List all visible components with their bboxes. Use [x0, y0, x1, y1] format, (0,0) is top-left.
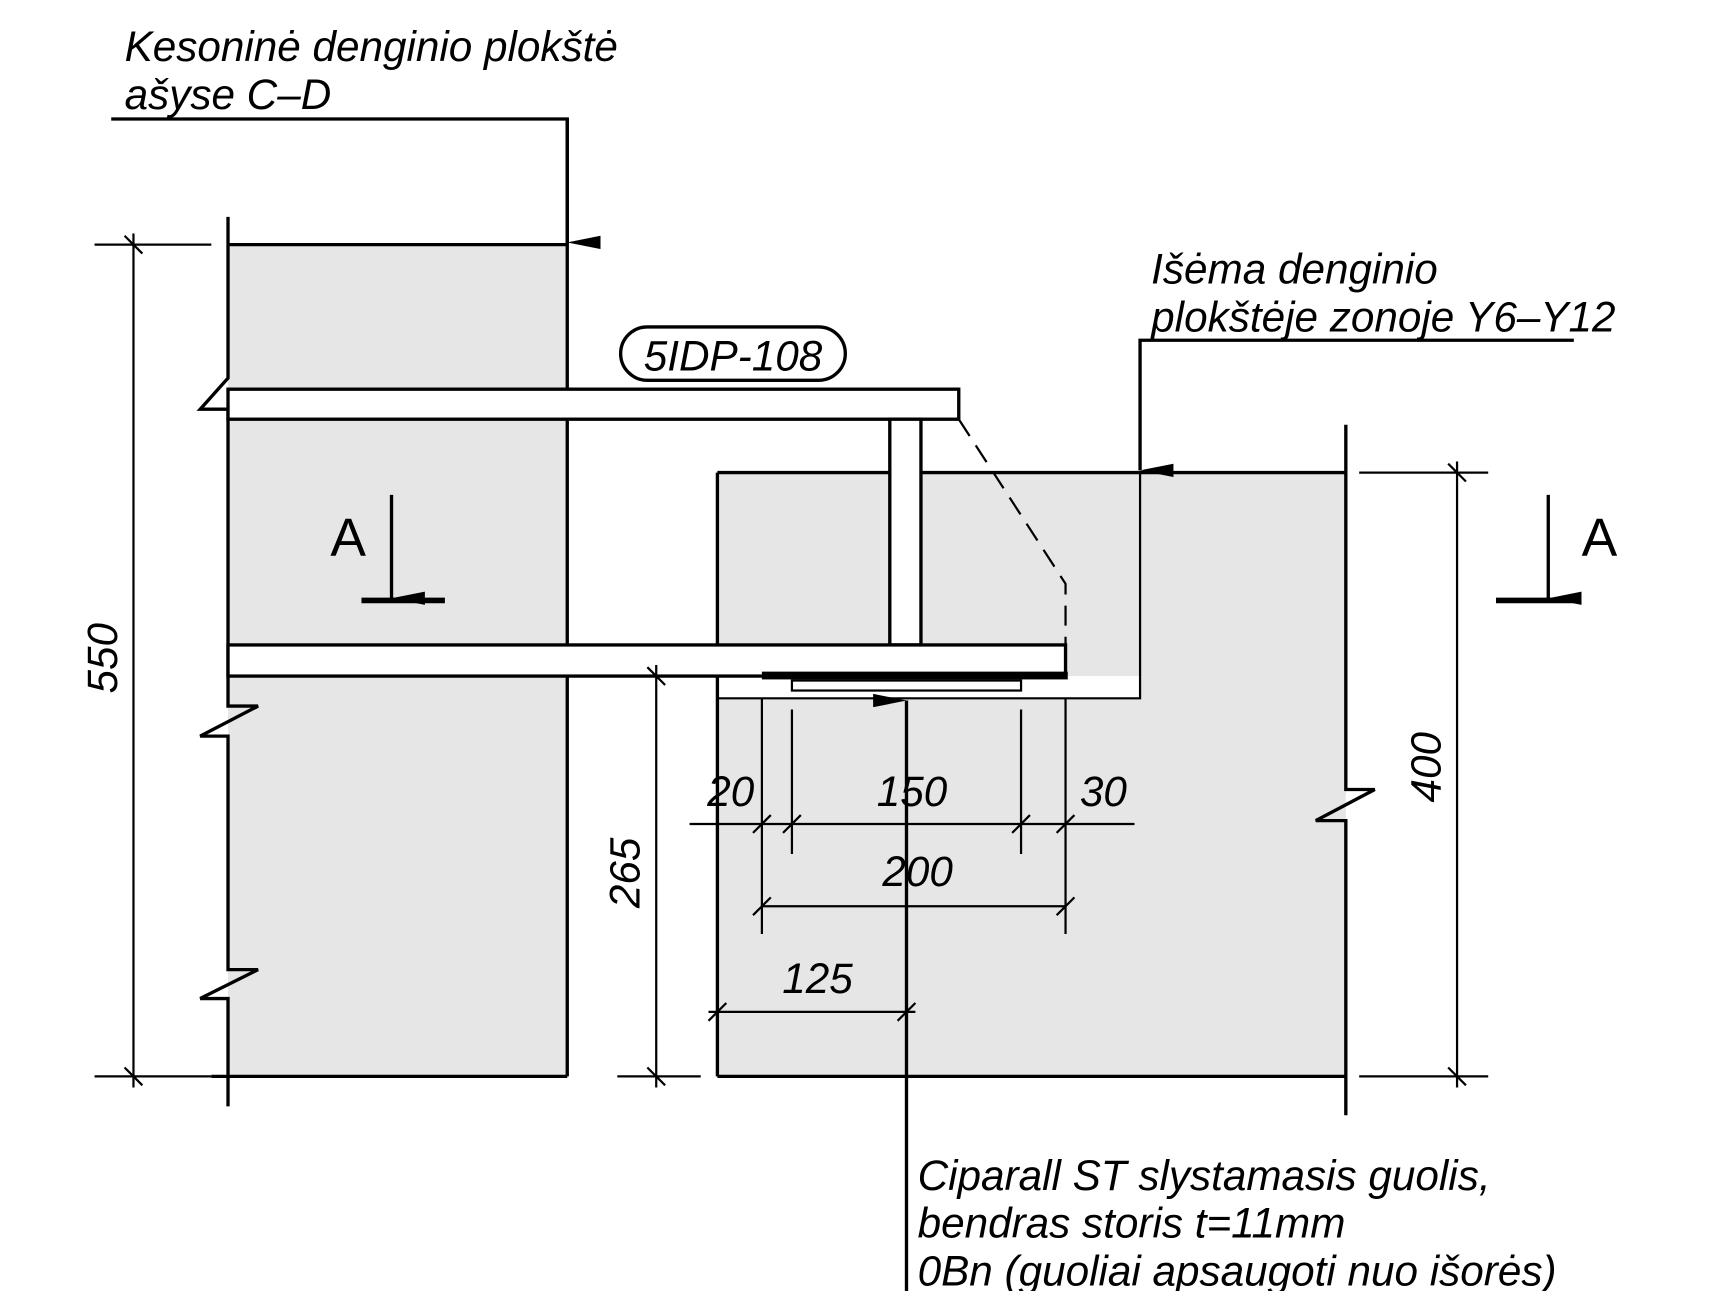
slab-label-line2: ašyse C–D — [125, 71, 332, 118]
left-column — [196, 118, 569, 1107]
dim-150: 150 — [877, 768, 948, 815]
recess-label-line1: Išėma denginio — [1151, 246, 1438, 293]
element-tag-bubble — [618, 325, 847, 382]
element-tag: 5IDP-108 — [644, 332, 823, 379]
dimension-lines — [94, 233, 1489, 1088]
leader-lines — [111, 117, 1574, 1291]
dim-125: 125 — [782, 955, 853, 1002]
dim-400: 400 — [1402, 732, 1449, 803]
dim-20: 20 — [706, 768, 755, 815]
recess-label-line2: plokštėje zonoje Y6–Y12 — [1149, 293, 1615, 340]
sliding-bearing — [761, 671, 1068, 692]
section-marker-left: A — [330, 494, 445, 605]
dim-550: 550 — [79, 623, 126, 694]
caisson-slab — [226, 387, 1068, 678]
section-label-right: A — [1582, 509, 1618, 568]
slab-label-line1: Kesoninė denginio plokštė — [125, 23, 618, 70]
section-label-left: A — [330, 509, 366, 568]
bearing-label-line3: 0Bn (guoliai apsaugoti nuo išorės) — [918, 1247, 1557, 1291]
dim-265: 265 — [602, 837, 649, 909]
dim-30: 30 — [1080, 768, 1128, 815]
bearing-label-line1: Ciparall ST slystamasis guolis, — [918, 1152, 1491, 1199]
right-support-block — [715, 424, 1376, 1116]
bearing-label-line2: bendras storis t=11mm — [918, 1200, 1346, 1247]
dim-200: 200 — [881, 848, 953, 895]
section-marker-right: A — [1495, 494, 1618, 605]
